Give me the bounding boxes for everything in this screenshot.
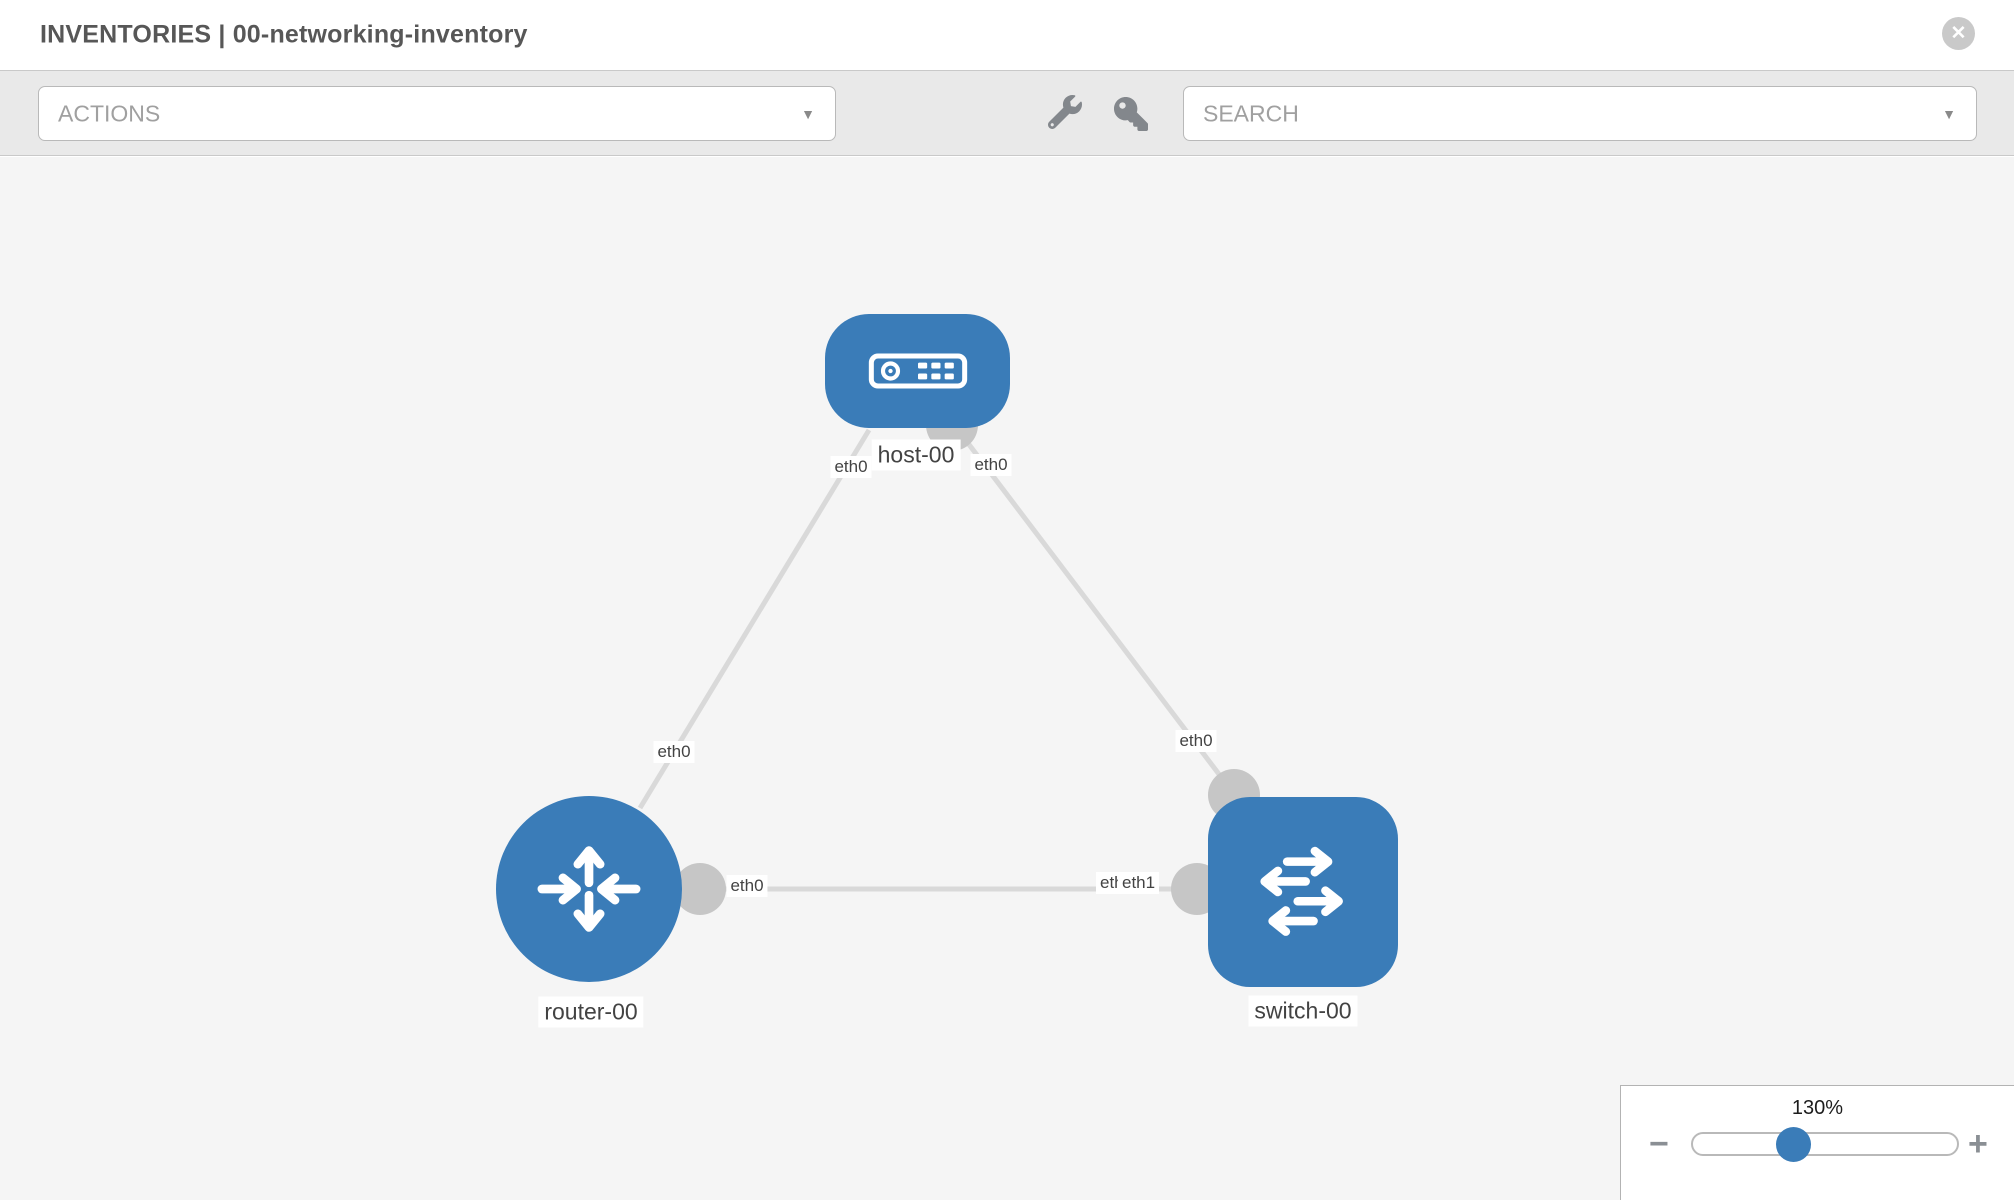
zoom-slider-thumb[interactable] bbox=[1776, 1127, 1811, 1162]
zoom-control-panel: 130% − + bbox=[1620, 1085, 2014, 1200]
wrench-icon[interactable] bbox=[1048, 95, 1082, 129]
zoom-slider-track[interactable] bbox=[1691, 1132, 1959, 1156]
node-host-00[interactable] bbox=[825, 314, 1010, 428]
key-icon[interactable] bbox=[1113, 97, 1149, 131]
caret-down-icon: ▼ bbox=[801, 105, 815, 122]
actions-dropdown[interactable]: ACTIONS ▼ bbox=[38, 86, 836, 141]
topology-canvas[interactable]: host-00 router-00 switch-00 eth0 eth0 et… bbox=[0, 157, 2014, 1200]
header: INVENTORIES | 00-networking-inventory ✕ bbox=[0, 0, 2014, 70]
router-icon bbox=[537, 846, 641, 932]
interface-connector bbox=[674, 863, 726, 915]
interface-label-switch-eth1: eth1 bbox=[1118, 872, 1160, 894]
zoom-out-button[interactable]: − bbox=[1649, 1125, 1669, 1163]
node-label-router: router-00 bbox=[538, 996, 644, 1028]
node-label-host: host-00 bbox=[871, 439, 961, 471]
node-switch-00[interactable] bbox=[1208, 797, 1398, 987]
interface-label-router-eth0-top: eth0 bbox=[653, 741, 695, 763]
topology-edges-layer bbox=[637, 399, 1260, 915]
node-router-00[interactable] bbox=[496, 796, 682, 982]
caret-down-icon: ▼ bbox=[1942, 105, 1956, 122]
zoom-level-value: 130% bbox=[1791, 1097, 1844, 1119]
search-dropdown[interactable]: SEARCH ▼ bbox=[1183, 86, 1977, 141]
switch-icon bbox=[1260, 846, 1343, 936]
close-icon[interactable]: ✕ bbox=[1942, 17, 1975, 50]
node-label-switch: switch-00 bbox=[1248, 995, 1358, 1027]
host-icon bbox=[868, 353, 967, 389]
interface-label-host-eth0-left: eth0 bbox=[830, 456, 872, 478]
interface-label-router-eth0-right: eth0 bbox=[726, 875, 768, 897]
interface-label-host-eth0-right: eth0 bbox=[970, 454, 1012, 476]
interface-label-switch-eth0-top: eth0 bbox=[1175, 730, 1217, 752]
zoom-in-button[interactable]: + bbox=[1968, 1125, 1988, 1163]
page-title: INVENTORIES | 00-networking-inventory bbox=[40, 20, 528, 49]
search-placeholder: SEARCH bbox=[1203, 100, 1299, 126]
toolbar: ACTIONS ▼ SEARCH ▼ bbox=[0, 70, 2014, 156]
actions-dropdown-label: ACTIONS bbox=[58, 100, 161, 126]
